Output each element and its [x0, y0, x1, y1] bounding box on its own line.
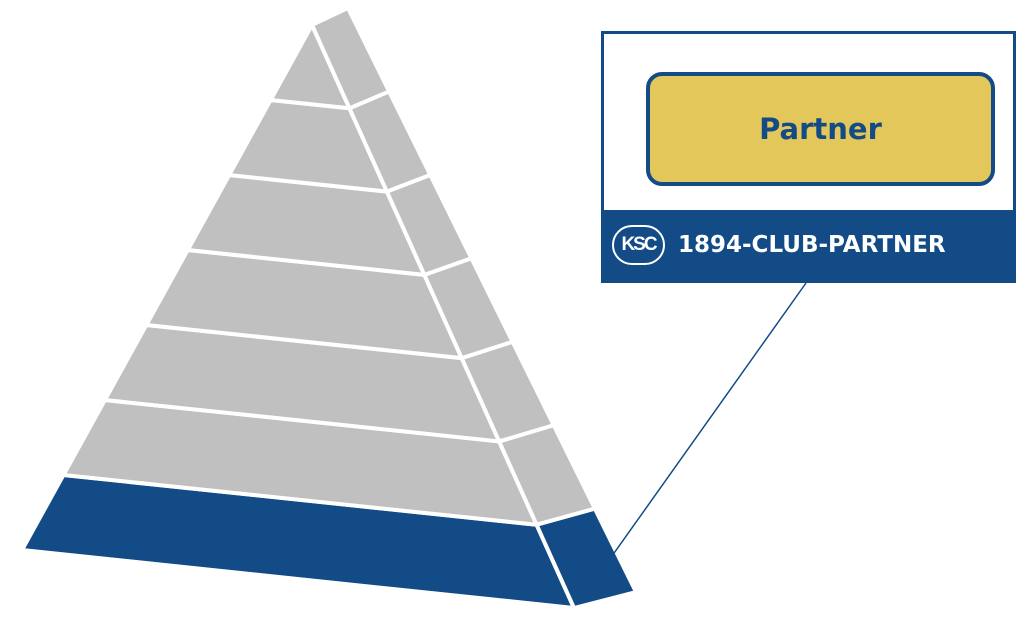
club-partner-label: 1894-CLUB-PARTNER: [678, 232, 946, 258]
ksc-logo-text: KSC: [621, 234, 657, 255]
tier-callout: Partner KSC 1894-CLUB-PARTNER: [601, 31, 1016, 283]
tier-badge: Partner: [646, 72, 995, 186]
pyramid-tier-7-side: [310, 6, 392, 111]
callout-footer-bar: KSC 1894-CLUB-PARTNER: [604, 210, 1013, 280]
callout-header: Partner: [604, 34, 1013, 212]
pyramid-side-faces: [310, 6, 638, 610]
ksc-logo-icon: KSC: [612, 225, 665, 265]
tier-name: Partner: [759, 112, 882, 146]
callout-connector-line: [611, 282, 807, 557]
